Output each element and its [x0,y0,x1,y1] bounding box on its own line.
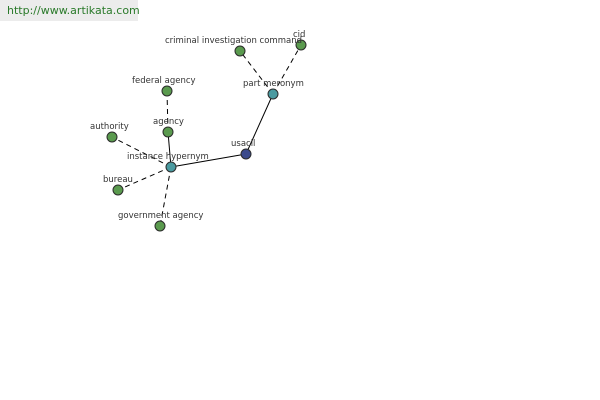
node-label-government-agency: government agency [118,211,203,221]
edge-usacil-to-part-meronym [245,93,274,155]
labels-layer: usacil part meronym instance hypernym cidcr… [90,30,305,221]
source-link[interactable]: http://www.artikata.com [7,4,140,17]
node-label-bureau: bureau [103,175,133,185]
edge-instance-hypernym-to-agency [167,131,172,168]
node-part-meronym[interactable] [267,88,279,100]
node-instance-hypernym[interactable] [165,161,177,173]
edge-instance-hypernym-to-government-agency [159,166,172,227]
edges-layer [111,44,302,227]
node-label-agency: agency [153,117,184,127]
node-bureau[interactable] [112,184,124,196]
node-label-federal-agency: federal agency [132,76,196,86]
node-usacil[interactable] [240,148,252,160]
node-label-part-meronym: part meronym [243,79,304,89]
edge-part-meronym-to-cic [272,44,302,95]
edge-instance-hypernym-to-bureau [117,166,172,191]
nodes-layer [106,39,307,232]
node-label-usacil: usacil [231,139,255,149]
node-agency[interactable] [162,126,174,138]
node-label-criminal-investigation-command: criminal investigation command [165,36,302,46]
node-criminal-investigation-command[interactable] [234,45,246,57]
node-government-agency[interactable] [154,220,166,232]
edge-part-meronym-to-criminal-investigation-command [239,50,274,95]
node-federal-agency[interactable] [161,85,173,97]
edge-instance-hypernym-to-authority [111,136,172,168]
node-label-cic: cid [293,30,305,40]
edge-usacil-to-instance-hypernym [170,153,247,168]
node-cic[interactable] [295,39,307,51]
edge-agency-to-federal-agency [166,90,169,133]
node-label-authority: authority [90,122,129,132]
source-bar: http://www.artikata.com [0,0,140,21]
node-label-instance-hypernym: instance hypernym [127,152,209,162]
node-authority[interactable] [106,131,118,143]
